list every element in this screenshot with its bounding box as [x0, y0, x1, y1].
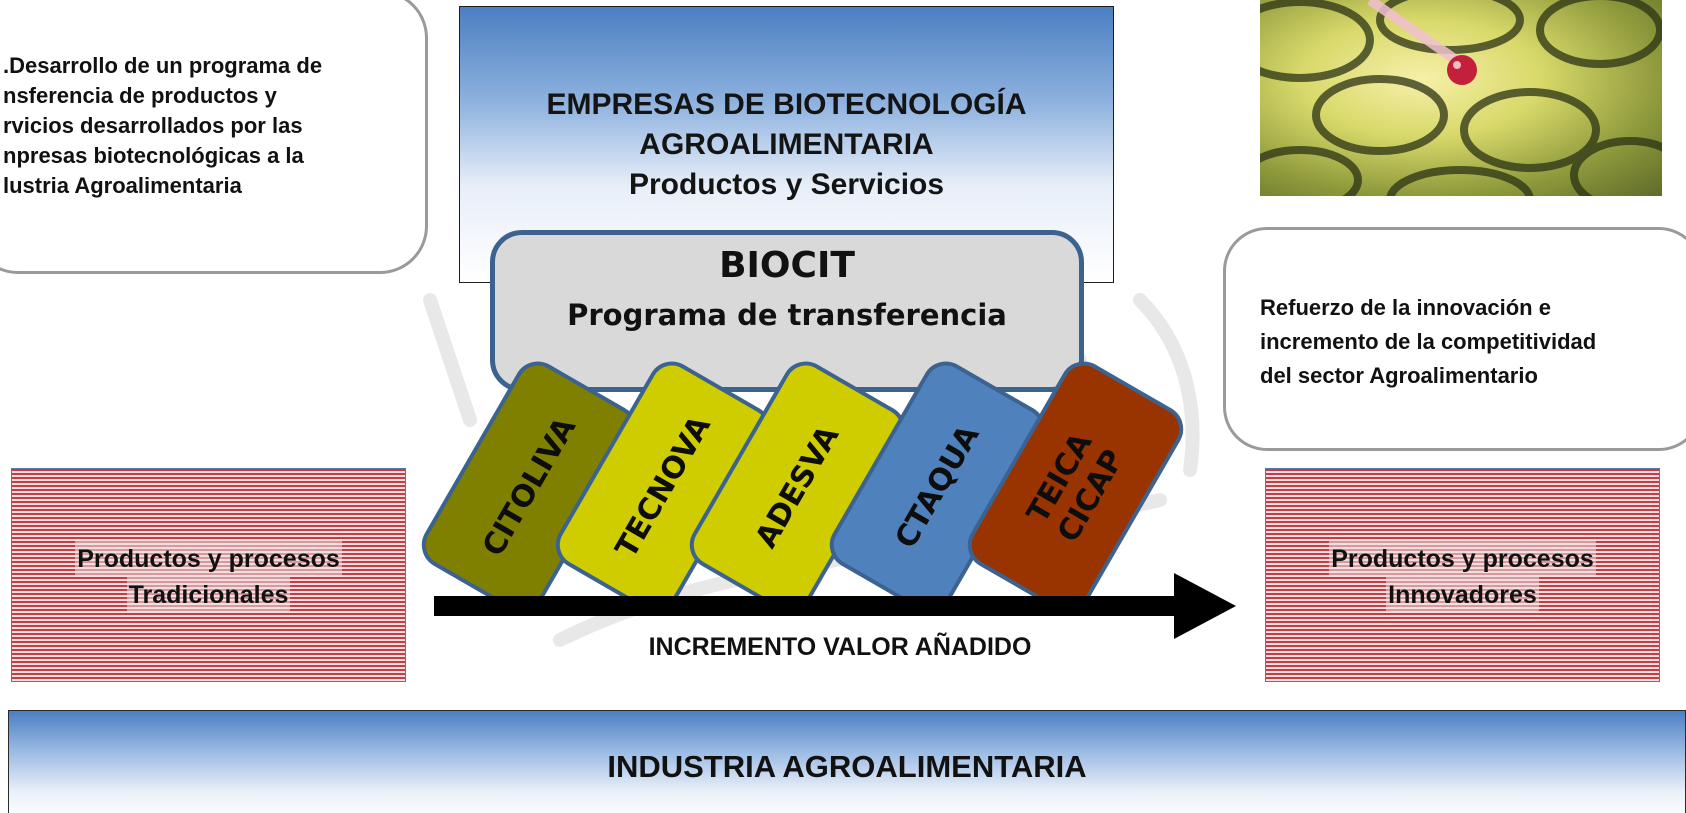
traditional-line-1: Productos y procesos: [75, 541, 342, 577]
innovative-line-2: Innovadores: [1386, 577, 1539, 613]
agrifood-industry-label: INDUSTRIA AGROALIMENTARIA: [607, 749, 1087, 784]
biocit-box: BIOCIT Programa de transferencia: [490, 230, 1084, 392]
traditional-products-box: Productos y procesos Tradicionales: [11, 468, 406, 682]
biotech-companies-box: EMPRESAS DE BIOTECNOLOGÍA AGROALIMENTARI…: [459, 6, 1114, 283]
value-arrow-shaft: [434, 596, 1176, 616]
test-tubes-photo: [1260, 0, 1662, 196]
objective-line-4: npresas biotecnológicas a la: [3, 143, 304, 168]
test-tubes-illustration: [1260, 0, 1662, 196]
value-arrow-head: [1174, 573, 1236, 639]
outcome-line-3: del sector Agroalimentario: [1260, 363, 1538, 388]
innovative-products-box: Productos y procesos Innovadores: [1265, 468, 1660, 682]
objective-line-3: rvicios desarrollados por las: [3, 113, 303, 138]
objective-note: .Desarrollo de un programa de nsferencia…: [0, 0, 428, 274]
traditional-line-2: Tradicionales: [126, 577, 291, 613]
outcome-line-2: incremento de la competitividad: [1260, 329, 1597, 354]
outcome-note: Refuerzo de la innovación e incremento d…: [1223, 227, 1686, 451]
program-label-teica-cicap: TEICA CICAP: [1019, 426, 1131, 548]
biocit-subtitle: Programa de transferencia: [567, 298, 1007, 332]
biotech-title-line-2: AGROALIMENTARIA: [639, 128, 934, 161]
outcome-line-1: Refuerzo de la innovación e: [1260, 295, 1551, 320]
biocit-title: BIOCIT: [719, 245, 855, 286]
value-arrow-label: INCREMENTO VALOR AÑADIDO: [648, 633, 1032, 661]
objective-line-1: .Desarrollo de un programa de: [3, 53, 323, 78]
biotech-title-line-1: EMPRESAS DE BIOTECNOLOGÍA: [546, 88, 1027, 121]
objective-line-2: nsferencia de productos y: [3, 83, 277, 108]
objective-line-5: lustria Agroalimentaria: [3, 173, 242, 198]
innovative-line-1: Productos y procesos: [1329, 541, 1596, 577]
biotech-title-line-3: Productos y Servicios: [628, 168, 945, 201]
agrifood-industry-band: INDUSTRIA AGROALIMENTARIA: [8, 710, 1686, 813]
